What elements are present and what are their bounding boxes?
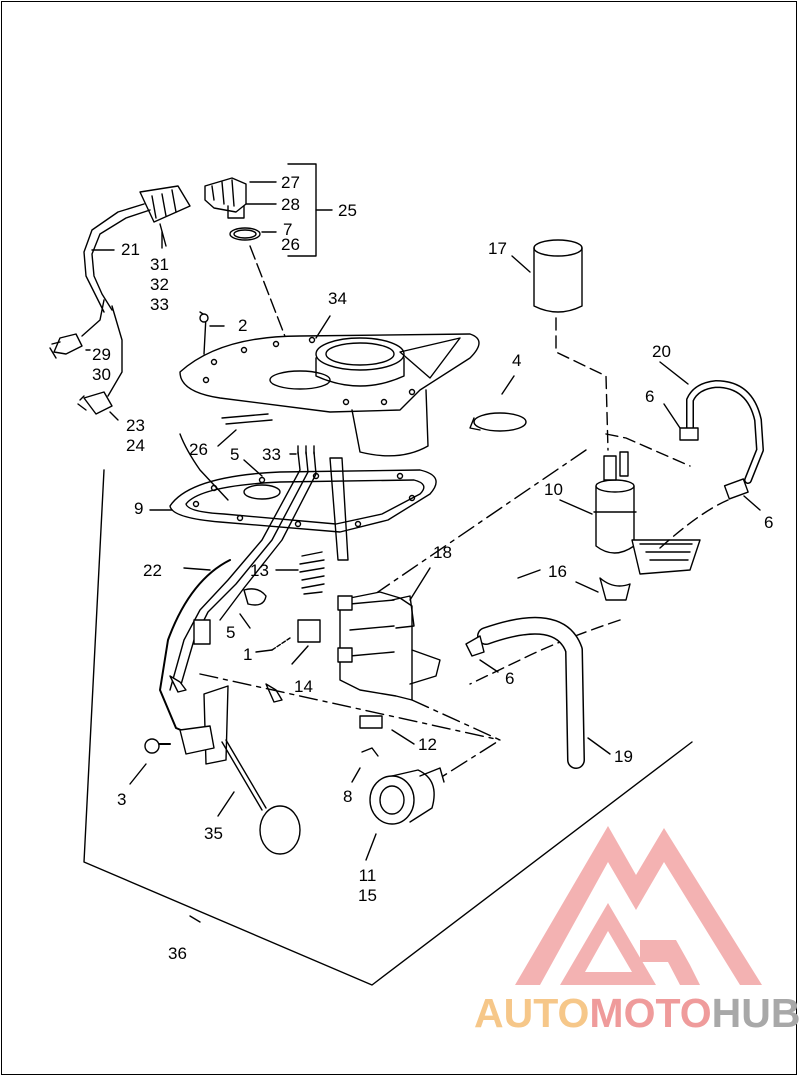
callout-36: 36 — [168, 944, 187, 963]
callout-14: 14 — [294, 677, 313, 696]
callout-4: 4 — [512, 351, 522, 370]
callout-18: 18 — [433, 543, 452, 562]
callout-13: 13 — [250, 561, 269, 580]
callout-29-30: 29 30 — [92, 345, 111, 384]
callout-25: 25 — [338, 201, 357, 220]
callout-19: 19 — [614, 747, 633, 766]
callout-26: 26 — [281, 235, 300, 254]
corrugated-hose-20 — [605, 361, 764, 511]
callout-10: 10 — [544, 480, 563, 499]
top-connector — [204, 163, 333, 371]
callout-8: 8 — [343, 787, 353, 806]
callout-27: 27 — [281, 173, 300, 192]
callout-1: 1 — [243, 645, 253, 664]
filter-sleeve — [511, 239, 609, 451]
callout-31-32-33: 31 32 33 — [150, 255, 169, 314]
watermark-logo — [515, 826, 762, 985]
callout-21: 21 — [121, 240, 140, 259]
callout-35: 35 — [204, 824, 223, 843]
callout-20: 20 — [652, 342, 671, 361]
callout-5-lower: 5 — [226, 623, 236, 642]
callout-16: 16 — [548, 562, 567, 581]
wire-bundle-22 — [159, 445, 317, 739]
callout-6-right: 6 — [764, 513, 774, 532]
gasket-9 — [149, 413, 437, 533]
callout-33: 33 — [262, 445, 281, 464]
callout-26-lower: 26 — [189, 440, 208, 459]
spring-13 — [255, 551, 325, 665]
leader-lines — [161, 231, 541, 579]
wire-harness — [49, 185, 191, 421]
watermark-moto: MOTO — [589, 990, 712, 1036]
callout-12: 12 — [418, 735, 437, 754]
callout-3: 3 — [117, 790, 127, 809]
pressure-regulator-11 — [199, 673, 501, 861]
top-flange-plate — [179, 311, 480, 457]
hose-clamp-4 — [469, 375, 527, 432]
watermark-text: AUTOMOTOHUB — [474, 990, 800, 1037]
callout-6-mid: 6 — [505, 669, 515, 688]
callout-28: 28 — [281, 195, 300, 214]
callout-9: 9 — [134, 499, 144, 518]
callout-17: 17 — [488, 239, 507, 258]
callout-11-15: 11 15 — [358, 866, 377, 905]
callout-6-top: 6 — [645, 387, 655, 406]
callout-7: 7 — [283, 220, 293, 239]
callout-22: 22 — [143, 561, 162, 580]
callout-23-24: 23 24 — [126, 416, 145, 455]
watermark-hub: HUB — [711, 990, 800, 1036]
pump-bracket-18 — [329, 457, 441, 729]
fuel-level-sender-35 — [129, 685, 301, 855]
fuel-hose-19 — [465, 616, 611, 769]
assembly-boundary — [83, 469, 693, 986]
callout-5-upper: 5 — [230, 445, 240, 464]
callout-2: 2 — [238, 316, 248, 335]
callout-34: 34 — [328, 289, 347, 308]
watermark-auto: AUTO — [474, 990, 590, 1036]
